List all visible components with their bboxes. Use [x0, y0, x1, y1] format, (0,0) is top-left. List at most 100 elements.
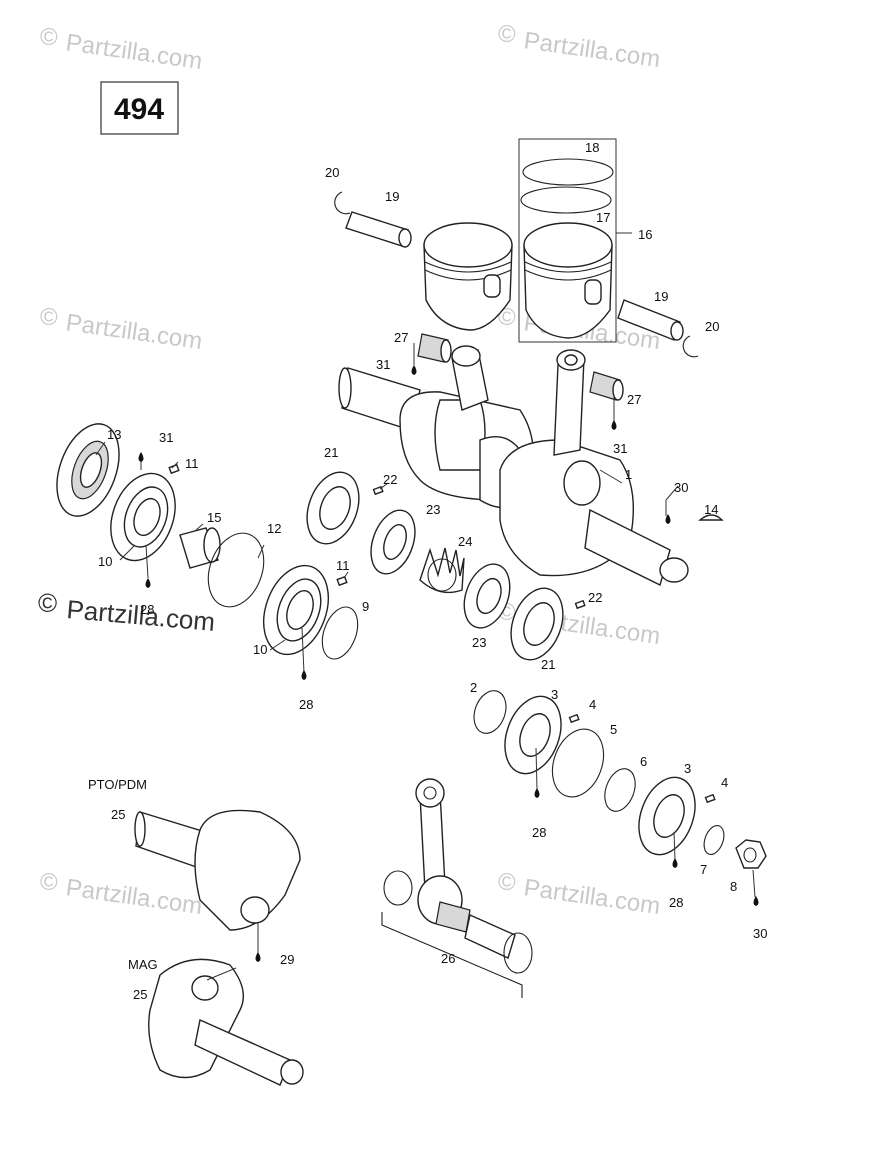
piston-pin-19-right	[617, 299, 684, 341]
watermark-text: Partzilla.com	[522, 27, 662, 73]
watermark-symbol: ©	[498, 21, 516, 48]
drop-icon	[145, 578, 151, 588]
callout-27: 27	[394, 330, 408, 345]
callout-23: 23	[426, 502, 440, 517]
callout-19: 19	[385, 189, 399, 204]
callout-11: 11	[336, 558, 350, 573]
callout-31: 31	[159, 430, 173, 445]
pin-11-upper	[168, 463, 180, 475]
drop-icon	[665, 514, 671, 524]
leader-lines	[95, 343, 756, 981]
ring-7	[703, 825, 725, 855]
needle-bearing-27-left	[417, 333, 452, 363]
callout-27: 27	[627, 392, 641, 407]
drop-icon	[138, 452, 144, 462]
piston-kit-box-16	[518, 138, 632, 343]
seal-23-lower	[463, 563, 511, 629]
crank-half-mag-25	[148, 958, 304, 1086]
callout-3: 3	[551, 687, 558, 702]
circlip-20-left	[334, 191, 351, 215]
watermark-symbol: ©	[498, 869, 516, 896]
needle-bearing-27-right	[589, 371, 624, 401]
bearing-21-lower	[510, 587, 564, 661]
key-14	[698, 514, 724, 521]
gear-24	[419, 547, 465, 594]
callout-16: 16	[638, 227, 652, 242]
callout-10: 10	[253, 642, 267, 657]
watermark-text: Partzilla.com	[522, 874, 662, 920]
crank-half-pto-25	[134, 809, 301, 931]
drop-icon	[534, 788, 540, 798]
callout-31: 31	[613, 441, 627, 456]
lubricant-drops	[138, 365, 759, 962]
drop-icon	[611, 420, 617, 430]
callout-20: 20	[325, 165, 339, 180]
bearing-10-upper	[110, 472, 176, 562]
piston-pin-19-left	[345, 211, 412, 248]
callout-26: 26	[441, 951, 455, 966]
seal-23-upper	[370, 509, 416, 575]
callout-19: 19	[654, 289, 668, 304]
callout-4: 4	[721, 775, 728, 790]
callout-30: 30	[753, 926, 767, 941]
group-label-pto: PTO/PDM	[88, 777, 147, 792]
bearing-21-upper	[306, 471, 360, 545]
bearing-10-lower	[263, 564, 329, 656]
callout-8: 8	[730, 879, 737, 894]
watermark-symbol: ©	[38, 588, 57, 618]
callout-21: 21	[541, 657, 555, 672]
circlip-20-right	[682, 335, 699, 358]
drop-icon	[301, 670, 307, 680]
callout-28: 28	[299, 697, 313, 712]
callout-numbers: 1 2 3 3 4 4 5 6 7 8 9 10 10 11 11 12 13 …	[98, 140, 767, 1002]
watermark-symbol: ©	[40, 869, 58, 896]
watermark-symbol: ©	[40, 304, 58, 331]
callout-10: 10	[98, 554, 112, 569]
callout-1: 1	[625, 467, 632, 482]
callout-22: 22	[383, 472, 397, 487]
drop-icon	[411, 365, 417, 375]
callout-22: 22	[588, 590, 602, 605]
callout-25: 25	[133, 987, 147, 1002]
callout-28: 28	[532, 825, 546, 840]
drop-icon	[672, 858, 678, 868]
group-label-mag: MAG	[128, 957, 158, 972]
callout-23: 23	[472, 635, 486, 650]
watermark-text: Partzilla.com	[64, 874, 204, 920]
page-number: 494	[114, 93, 164, 126]
ring-5	[551, 728, 605, 798]
drop-icon	[255, 952, 261, 962]
callout-18: 18	[585, 140, 599, 155]
page-number-box: 494	[100, 81, 179, 135]
ring-9	[321, 606, 359, 660]
watermark-text: Partzilla.com	[64, 309, 204, 355]
callout-20: 20	[705, 319, 719, 334]
oil-seal-13	[56, 423, 120, 517]
ring-12	[207, 532, 265, 608]
callout-28: 28	[140, 602, 154, 617]
bearing-3-lower	[638, 776, 696, 856]
crankshaft-assembly-1	[338, 345, 689, 586]
callout-28: 28	[669, 895, 683, 910]
callout-2: 2	[470, 680, 477, 695]
pin-4-lower	[704, 793, 716, 804]
callout-4: 4	[589, 697, 596, 712]
callout-30: 30	[674, 480, 688, 495]
callout-24: 24	[458, 534, 472, 549]
bearing-3-upper	[504, 695, 562, 775]
pin-11-lower	[336, 575, 348, 587]
callout-25: 25	[111, 807, 125, 822]
nut-8	[735, 839, 767, 869]
callout-11: 11	[185, 456, 199, 471]
callout-3: 3	[684, 761, 691, 776]
callout-9: 9	[362, 599, 369, 614]
ring-15	[179, 527, 221, 569]
callout-29: 29	[280, 952, 294, 967]
connecting-rod-kit-26	[381, 778, 533, 998]
ring-6	[604, 768, 636, 812]
callout-7: 7	[700, 862, 707, 877]
ring-2	[473, 690, 507, 734]
piston-left	[423, 222, 513, 331]
callout-6: 6	[640, 754, 647, 769]
watermark-symbol: ©	[40, 24, 58, 51]
